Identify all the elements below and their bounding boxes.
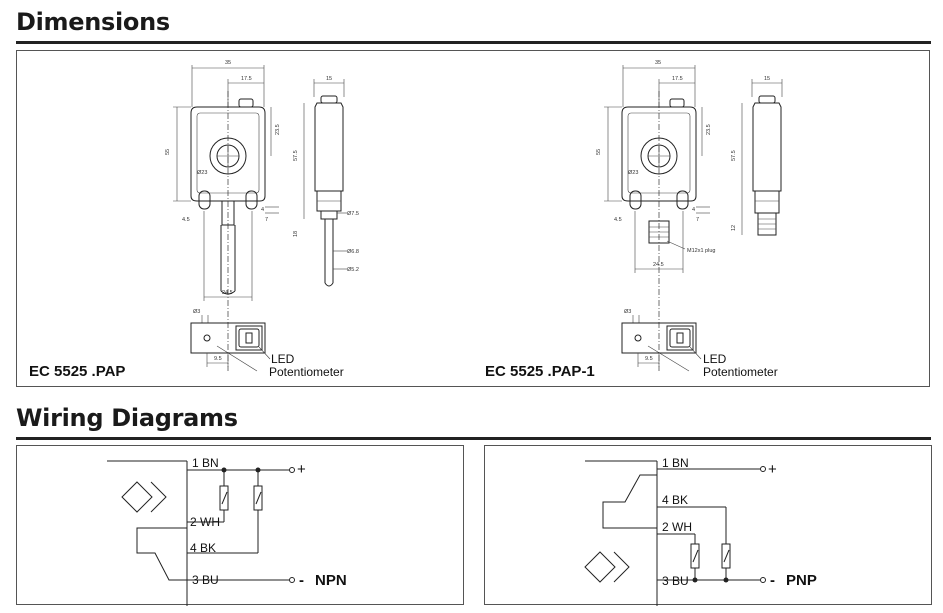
npn-minus-label: - <box>299 572 304 589</box>
pnp-minus-terminal <box>760 577 766 583</box>
right-led-label: LED <box>703 352 727 366</box>
dimensions-panel: 35 17.5 Ø23 <box>16 50 930 387</box>
right-dim-hole-small: 4 <box>692 207 695 213</box>
left-dim-pot-d: Ø3 <box>193 309 200 315</box>
left-dim-pitch: 24.5 <box>222 290 233 296</box>
right-potentiometer-label: Potentiometer <box>703 365 778 379</box>
dimensions-drawing: 35 17.5 Ø23 <box>29 60 783 380</box>
npn-wire1-label: 1 BN <box>192 456 219 470</box>
pnp-wire2-label: 2 WH <box>662 520 692 534</box>
pnp-sensor-symbol <box>584 551 616 583</box>
npn-plus-terminal <box>289 467 295 473</box>
right-dim-plug: M12x1 plug <box>687 248 715 254</box>
right-dim-side-w: 15 <box>764 76 770 82</box>
right-dim-pot-off: 9.5 <box>645 356 653 362</box>
left-side-view: 15 57.5 18 Ø7.5 Ø6.8 Ø5.2 <box>293 76 359 287</box>
right-dim-hole-r: 7 <box>696 217 699 223</box>
pnp-wire3-label: 3 BU <box>662 574 689 588</box>
wiring-rule <box>16 437 931 440</box>
pnp-type-label: PNP <box>786 572 817 589</box>
pnp-plus-label: + <box>768 461 777 478</box>
pnp-diagram: 1 BN + 4 BK 2 WH 3 BU - PNP <box>584 456 817 606</box>
left-dim-side-tail: 18 <box>293 231 299 237</box>
npn-minus-terminal <box>289 577 295 583</box>
right-bottom-view: Ø3 9.5 LED Potentiometer EC 5525 .PAP-1 <box>485 309 778 380</box>
left-led-label: LED <box>271 352 295 366</box>
right-dim-pitch: 24.5 <box>653 262 664 268</box>
dimensions-rule <box>16 41 931 44</box>
pnp-minus-label: - <box>770 572 775 589</box>
left-dim-pot-off: 9.5 <box>214 356 222 362</box>
left-dim-ring: Ø23 <box>197 170 207 176</box>
pnp-panel: 1 BN + 4 BK 2 WH 3 BU - PNP <box>484 445 932 606</box>
right-front-view: 35 17.5 Ø23 M12x1 plug 55 <box>596 60 715 371</box>
right-dim-side-tail: 12 <box>731 225 737 231</box>
left-dim-d3: Ø5.2 <box>347 267 359 273</box>
npn-plus-label: + <box>297 461 306 478</box>
pnp-plus-terminal <box>760 466 766 472</box>
pnp-wire4-label: 4 BK <box>662 493 688 507</box>
left-front-view: 35 17.5 Ø23 <box>165 60 281 371</box>
left-dim-hole-off: 4.5 <box>182 217 190 223</box>
right-dim-side-h: 57.5 <box>731 150 737 161</box>
left-dim-side-h: 57.5 <box>293 150 299 161</box>
left-dim-width: 35 <box>225 60 231 66</box>
right-dim-top-h: 23.5 <box>706 124 712 135</box>
left-dim-d1: Ø7.5 <box>347 211 359 217</box>
left-dim-hole-small: 4 <box>261 207 264 213</box>
right-dim-height: 55 <box>596 149 602 155</box>
right-model-label: EC 5525 .PAP-1 <box>485 363 595 380</box>
left-dim-hole-r: 7 <box>265 217 268 223</box>
npn-wire4-label: 4 BK <box>190 541 216 555</box>
right-dim-ring: Ø23 <box>628 170 638 176</box>
left-dim-d2: Ø6.8 <box>347 249 359 255</box>
left-dim-side-w: 15 <box>326 76 332 82</box>
left-bottom-view: Ø3 9.5 LED Potentiometer EC 5525 .PAP <box>29 309 344 380</box>
wiring-title: Wiring Diagrams <box>16 404 238 432</box>
left-dim-height: 55 <box>165 149 171 155</box>
right-dim-half: 17.5 <box>672 76 683 82</box>
right-dim-width: 35 <box>655 60 661 66</box>
right-side-view: 15 57.5 12 <box>731 76 783 236</box>
left-dim-top-h: 23.5 <box>275 124 281 135</box>
npn-panel: 1 BN + 2 WH 4 BK 3 BU - NPN <box>16 445 464 606</box>
left-dim-half: 17.5 <box>241 76 252 82</box>
left-model-label: EC 5525 .PAP <box>29 363 125 380</box>
npn-sensor-symbol <box>121 481 153 513</box>
npn-wire2-label: 2 WH <box>190 515 220 529</box>
right-dim-hole-off: 4.5 <box>614 217 622 223</box>
npn-type-label: NPN <box>315 572 347 589</box>
dimensions-title: Dimensions <box>16 8 170 36</box>
npn-diagram: 1 BN + 2 WH 4 BK 3 BU - NPN <box>107 456 347 606</box>
left-potentiometer-label: Potentiometer <box>269 365 344 379</box>
right-dim-pot-d: Ø3 <box>624 309 631 315</box>
npn-wire3-label: 3 BU <box>192 573 219 587</box>
pnp-wire1-label: 1 BN <box>662 456 689 470</box>
